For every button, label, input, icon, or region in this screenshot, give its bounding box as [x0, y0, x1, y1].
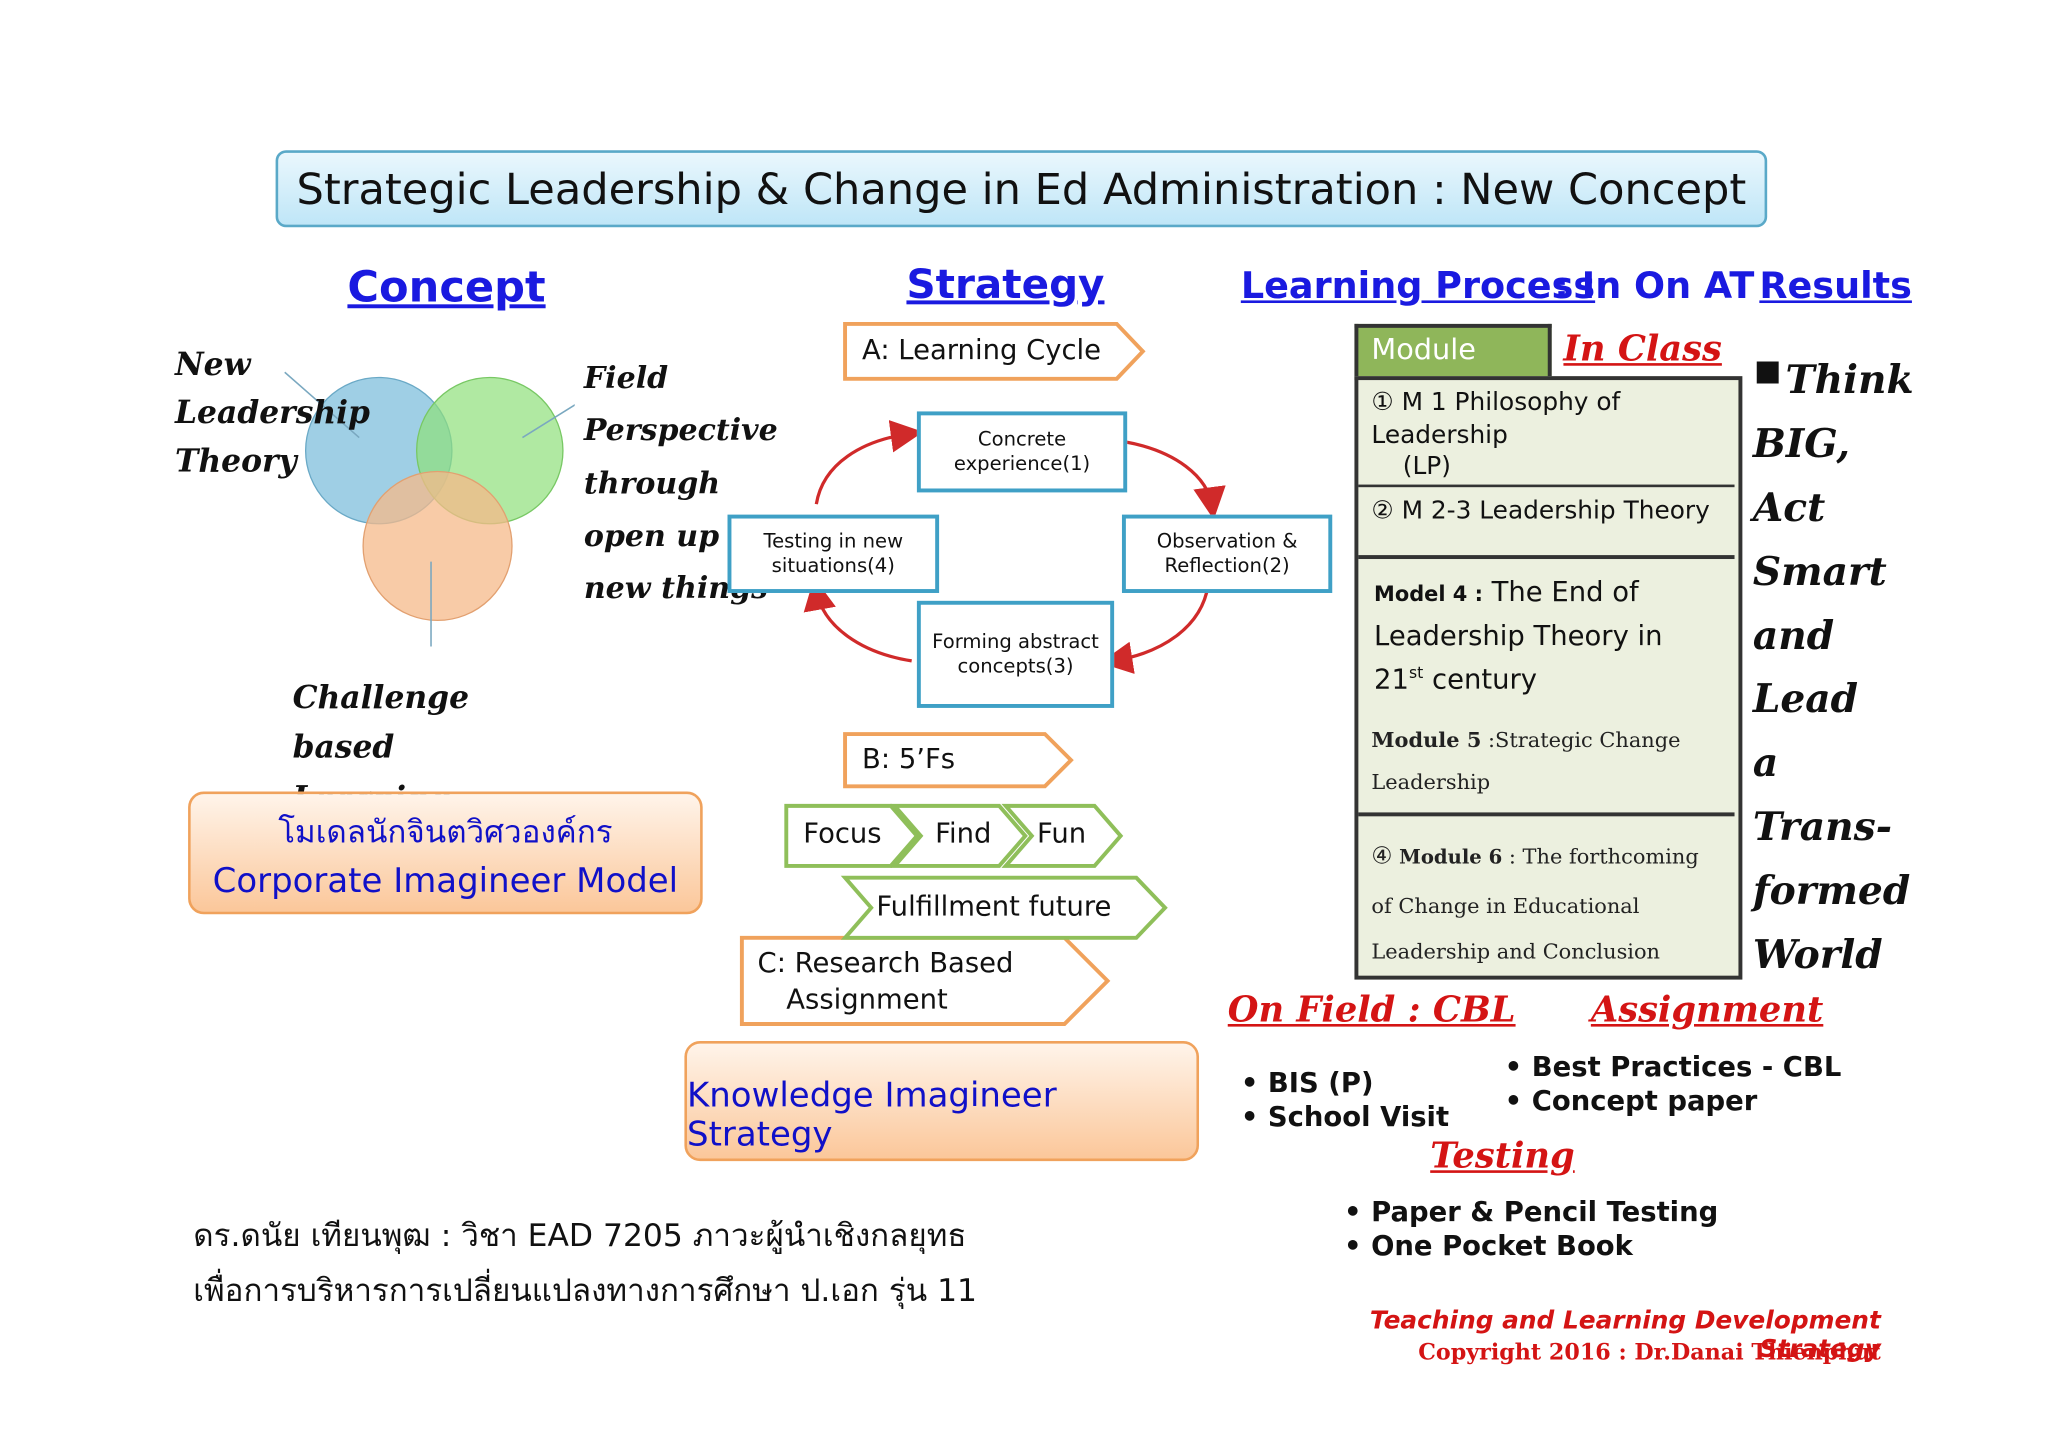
module-header-text: Module: [1371, 334, 1476, 368]
results-line: formed: [1752, 868, 1911, 915]
m1-line1: ① M 1 Philosophy of: [1371, 387, 1621, 417]
m4-rest2: century: [1423, 663, 1537, 696]
focus-arrow: [784, 803, 920, 868]
results-text: Think BIG, Act Smart and Lead a Trans- f…: [1752, 350, 1914, 989]
model-thai-text: โมเดลนักจินตวิศวองค์กร: [278, 813, 613, 850]
testing-heading: Testing: [1430, 1136, 1575, 1177]
module-1-cell: ① M 1 Philosophy of Leadership (LP): [1371, 387, 1724, 484]
results-line: Smart: [1752, 549, 1887, 596]
cycle-forming: Forming abstract concepts(3): [916, 600, 1115, 708]
fun-label: Fun: [1037, 817, 1087, 849]
fulfillment-label: Fulfillment future: [876, 890, 1112, 923]
fulfillment-arrow: [840, 875, 1168, 940]
divider: [1358, 555, 1735, 560]
cycle-concrete: Concrete experience(1): [916, 411, 1128, 493]
fun-arrow: [1001, 803, 1124, 868]
focus-label: Focus: [803, 817, 882, 849]
research-label-1: C: Research Based: [757, 946, 1014, 979]
m5-rest: :Strategic Change: [1481, 727, 1681, 753]
module-4-cell: Model 4 : The End of Leadership Theory i…: [1374, 571, 1727, 703]
on-field-heading: On Field : CBL: [1227, 990, 1516, 1031]
learning-process-heading: Learning Process: [1240, 263, 1596, 307]
m5-bold: Module 5: [1371, 727, 1482, 753]
results-line: Act: [1752, 485, 1826, 532]
divider: [1358, 812, 1735, 817]
learning-cycle-label: A: Learning Cycle: [862, 334, 1102, 366]
find-arrow: [890, 803, 1028, 868]
results-line: and: [1752, 613, 1835, 660]
divider: [1358, 484, 1735, 488]
assignment-list: • Best Practices - CBL • Concept paper: [1505, 1050, 1842, 1119]
assignment-heading: Assignment: [1590, 990, 1824, 1031]
cycle-testing: Testing in new situations(4): [727, 514, 940, 593]
testing-item: • One Pocket Book: [1343, 1230, 1633, 1263]
m6-num: ④: [1371, 842, 1393, 870]
results-line: Lead a: [1752, 677, 1859, 787]
on-field-list: • BIS (P) • School Visit: [1241, 1066, 1449, 1135]
learning-process-suffix: : In On AT: [1554, 263, 1755, 307]
cycle-arrow-3: [803, 577, 912, 663]
module-5-cell: Module 5 :Strategic Change Leadership: [1371, 716, 1730, 808]
knowledge-imagineer-box: Knowledge Imagineer Strategy: [684, 1040, 1200, 1162]
m6-line3: Leadership and Conclusion: [1371, 938, 1661, 964]
results-line: Think: [1785, 357, 1914, 404]
cycle-arrow-1: [1122, 439, 1226, 520]
cycle-arrow-2: [1099, 584, 1210, 674]
testing-list: • Paper & Pencil Testing • One Pocket Bo…: [1344, 1195, 1718, 1264]
m4-sup: st: [1408, 663, 1424, 683]
m4-bold: Model 4 :: [1374, 581, 1483, 607]
testing-item: • Paper & Pencil Testing: [1343, 1196, 1719, 1228]
m4-num: 21: [1374, 663, 1409, 696]
title-text: Strategic Leadership & Change in Ed Admi…: [296, 163, 1747, 215]
module-header: Module: [1354, 323, 1552, 381]
learning-cycle-arrow: [843, 321, 1146, 381]
on-field-item: • School Visit: [1240, 1101, 1450, 1133]
corporate-imagineer-model-box: โมเดลนักจินตวิศวองค์กร Corporate Imagine…: [188, 791, 703, 915]
module-table: [1354, 376, 1743, 980]
concept-heading: Concept: [347, 261, 546, 313]
m6-rest: : The forthcoming: [1502, 843, 1699, 869]
assignment-item: • Best Practices - CBL: [1504, 1051, 1842, 1083]
m1-line3: (LP): [1402, 452, 1451, 482]
on-field-item: • BIS (P): [1240, 1067, 1374, 1099]
results-line: Trans-: [1752, 804, 1892, 851]
module-2-3-cell: ② M 2-3 Leadership Theory: [1371, 496, 1710, 526]
in-class-label: In Class: [1563, 329, 1722, 370]
m6-line2: of Change in Educational: [1371, 892, 1640, 918]
results-line: World: [1752, 932, 1883, 979]
model-en-text: Corporate Imagineer Model: [212, 861, 679, 901]
assignment-item: • Concept paper: [1504, 1085, 1758, 1118]
module-6-cell: ④ Module 6 : The forthcoming of Change i…: [1371, 831, 1730, 975]
title-banner: Strategic Leadership & Change in Ed Admi…: [275, 150, 1768, 228]
m5-line2: Leadership: [1371, 769, 1491, 795]
venn-diagram: [284, 371, 575, 647]
m1-line2: Leadership: [1371, 420, 1508, 449]
new-leadership-label: New Leadership Theory: [175, 344, 370, 480]
m6-bold: Module 6: [1399, 845, 1503, 869]
strategy-heading: Strategy: [906, 261, 1105, 309]
results-heading: Results: [1759, 263, 1912, 307]
find-label: Find: [935, 817, 992, 849]
results-bullet: ■: [1754, 355, 1782, 388]
footer-thai-line1: ดร.ดนัย เทียนพุฒ : วิชา EAD 7205 ภาวะผู้…: [193, 1217, 967, 1254]
footer-thai-line2: เพื่อการบริหารการเปลี่ยนแปลงทางการศึกษา …: [193, 1272, 977, 1309]
footer-strategy-text: Teaching and Learning Development Strate…: [1369, 1306, 1881, 1364]
m4-rest: The End of: [1482, 575, 1639, 608]
five-fs-arrow: [843, 732, 1074, 789]
research-label-2: Assignment: [786, 983, 948, 1015]
cycle-observation: Observation & Reflection(2): [1121, 514, 1333, 593]
venn-circle-cbl: [362, 470, 513, 622]
m4-line2: Leadership Theory in: [1374, 619, 1663, 652]
knowledge-text: Knowledge Imagineer Strategy: [687, 1076, 1057, 1155]
results-line: BIG,: [1752, 421, 1850, 468]
five-fs-label: B: 5’Fs: [862, 743, 956, 775]
cycle-arrow-4: [814, 420, 924, 505]
footer-copyright-text: Copyright 2016 : Dr.Danai Thienphut: [1418, 1340, 1881, 1367]
